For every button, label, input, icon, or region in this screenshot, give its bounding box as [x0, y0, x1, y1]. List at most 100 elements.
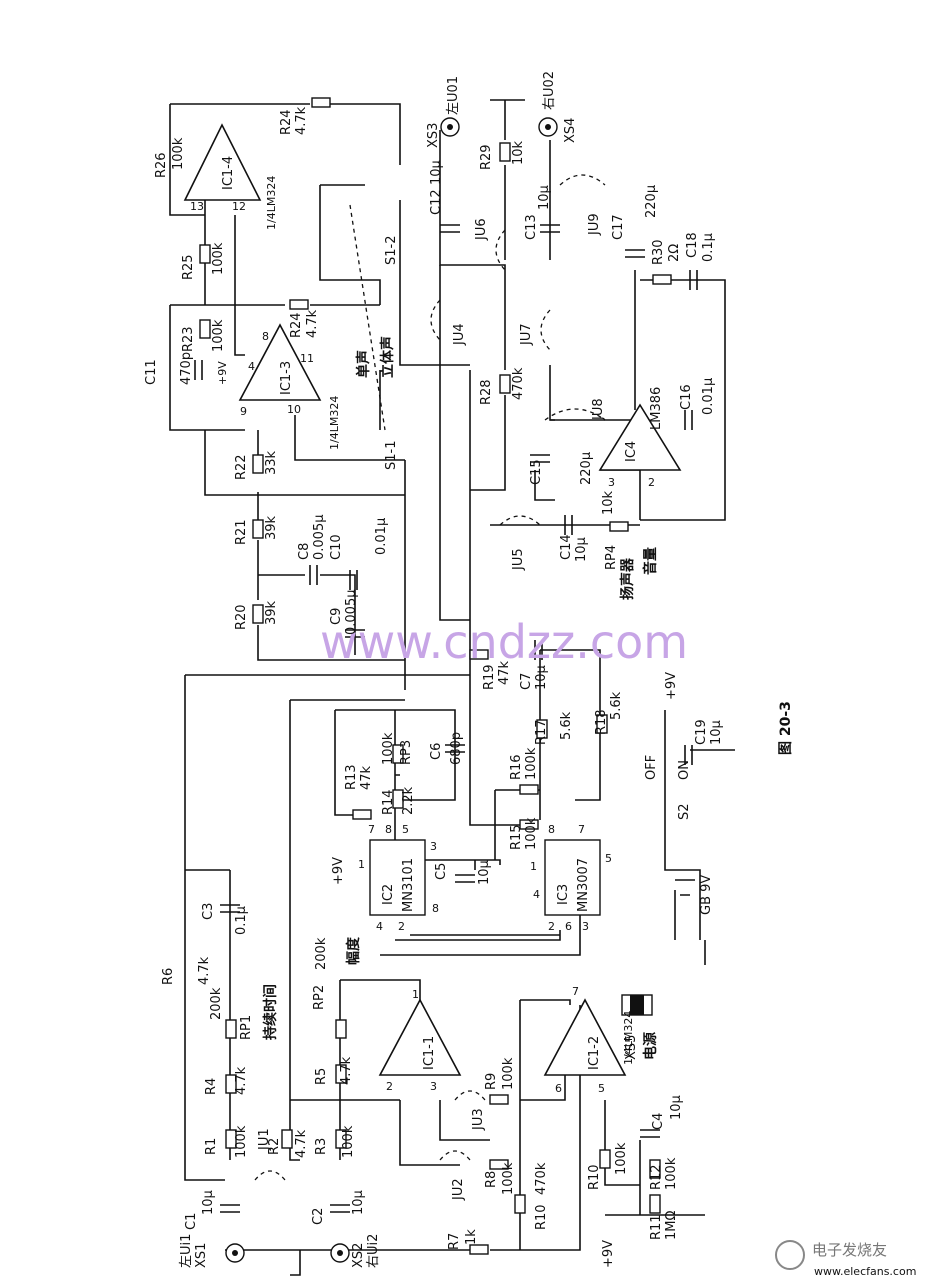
- r23-label: R23: [181, 326, 196, 352]
- xs2-label: XS2: [351, 1243, 366, 1268]
- r24b-label: R24: [289, 312, 304, 338]
- ic4-part: LM386: [649, 387, 664, 430]
- ic1-3-opamp: [238, 323, 322, 401]
- c13-value: 10μ: [537, 185, 552, 210]
- ic1-3-pin-9: 9: [240, 405, 247, 418]
- ic2-pin-5: 5: [402, 823, 409, 836]
- footer-logo-text: 电子发烧友: [812, 1241, 887, 1259]
- wires: [169, 99, 735, 1276]
- c8-value: 0.005μ: [312, 515, 327, 561]
- opamps: [183, 123, 682, 1076]
- c5-label: C5: [434, 863, 449, 880]
- r18-label: R18: [594, 709, 609, 735]
- ic1-3-pin-4: 4: [248, 360, 255, 373]
- ic3-label: IC3: [556, 884, 571, 905]
- figure-caption: 图 20-3: [778, 701, 794, 755]
- s2-off-label: OFF: [644, 755, 659, 780]
- r19-value: 47k: [497, 660, 512, 685]
- c11-value: 470p: [179, 352, 194, 385]
- c6-label: C6: [429, 743, 444, 760]
- c16-value: 0.01μ: [701, 378, 716, 415]
- ju6-label: JU6: [474, 218, 489, 241]
- supply-label-bottom: +9V: [601, 1240, 616, 1268]
- xs1-label: XS1: [194, 1243, 209, 1268]
- r14-value: 2.2k: [401, 786, 416, 815]
- rp4-value: 10k: [601, 490, 616, 515]
- r15-value: 100k: [524, 817, 539, 850]
- r28-value: 470k: [511, 367, 526, 400]
- c17-value: 220μ: [644, 185, 659, 218]
- r9-value: 100k: [501, 1057, 516, 1090]
- rp3-label: RP3: [399, 740, 414, 765]
- ic2-pin-1: 1: [358, 858, 365, 871]
- r18-value: 5.6k: [609, 691, 624, 720]
- ic4-label: IC4: [624, 441, 639, 462]
- rp3-value: 100k: [381, 732, 396, 765]
- r15-label: R15: [509, 824, 524, 850]
- ic2-pin-4: 4: [376, 920, 383, 933]
- ic3-part: MN3007: [576, 858, 591, 912]
- r16-label: R16: [509, 754, 524, 780]
- ic3-pin-7: 7: [578, 823, 585, 836]
- ic1-2-label: IC1-2: [587, 1036, 602, 1070]
- r26-value: 100k: [171, 137, 186, 170]
- ju7-label: JU7: [519, 323, 534, 346]
- c14-label: C14: [559, 534, 574, 560]
- r24b-value: 4.7k: [305, 309, 320, 338]
- c7-label: C7: [519, 673, 534, 690]
- r17-label: R17: [534, 719, 549, 745]
- s2-label: S2: [677, 803, 692, 820]
- ic2-pin-8b: 8: [432, 902, 439, 915]
- r23-value: 100k: [211, 319, 226, 352]
- c3-value: 0.1μ: [234, 906, 249, 935]
- r10a-value: 470k: [534, 1162, 549, 1195]
- c8-label: C8: [297, 543, 312, 560]
- r25-value: 100k: [211, 242, 226, 275]
- ic1-2-pin-5: 5: [598, 1082, 605, 1095]
- ic-labels: IC1-4 1/4LM324 13 12 IC1-3 1/4LM324 +9V …: [190, 156, 664, 1095]
- connectors: [225, 117, 653, 1263]
- c14-value: 10μ: [574, 537, 589, 562]
- c19-value: 10μ: [709, 720, 724, 745]
- ic4-pin-3: 3: [608, 476, 615, 489]
- ic1-1-pin-2: 2: [386, 1080, 393, 1093]
- ic3-box: [544, 839, 601, 916]
- ic2-pin-8: 8: [385, 823, 392, 836]
- r25-label: R25: [181, 254, 196, 280]
- c11-label: C11: [144, 359, 159, 385]
- r19-label: R19: [482, 664, 497, 690]
- ic1-4-label: IC1-4: [221, 156, 236, 190]
- r7-label: R7: [447, 1233, 462, 1250]
- c17-label: C17: [611, 214, 626, 240]
- ju8-label: JU8: [591, 398, 606, 421]
- resistor-labels: R24 4.7k R26 100k R25 100k R23 100k R24 …: [154, 106, 682, 1250]
- c1-value: 10μ: [201, 1190, 216, 1215]
- volume-caption: 音量: [642, 547, 659, 575]
- mono-label: 单声: [355, 350, 372, 378]
- c1-label: C1: [184, 1213, 199, 1230]
- r11-label: R11: [649, 1214, 664, 1240]
- rp4-label: RP4: [604, 545, 619, 570]
- r3-label: R3: [314, 1138, 329, 1155]
- connector-labels: XS1 左Ui1 XS2 右Ui2 XS3 左U01 XS4 右U02 XS5 …: [179, 71, 714, 1268]
- jumper-labels: JU1 JU2 JU3 JU4 JU5 JU6 JU7 JU8 JU9: [257, 213, 606, 1201]
- battery-label: GB 9V: [699, 875, 714, 915]
- c2-value: 10μ: [351, 1190, 366, 1215]
- ic1-4-pin-12: 12: [232, 200, 246, 213]
- footer-logo: 电子发烧友 www.elecfans.com: [775, 1240, 916, 1278]
- xs5-label: XS5: [624, 1035, 639, 1060]
- ju2-label: JU2: [451, 1178, 466, 1201]
- watermark: www.cndzz.com: [320, 615, 688, 669]
- c10-label: C10: [329, 534, 344, 560]
- ic1-3-pin-8: 8: [262, 330, 269, 343]
- r6-label: R6: [161, 968, 176, 985]
- ic1-3-label: IC1-3: [279, 361, 294, 395]
- ic3-pin-1: 1: [530, 860, 537, 873]
- ic1-4-part: 1/4LM324: [265, 176, 278, 230]
- c10-value: 0.01μ: [374, 518, 389, 555]
- ic1-3-pin-10: 10: [287, 403, 301, 416]
- capacitor-labels: C12 10μ C13 10μ C17 220μ C18 0.1μ C11 47…: [144, 160, 724, 1230]
- ic3-pin-5: 5: [605, 852, 612, 865]
- r6-value: 4.7k: [197, 956, 212, 985]
- r9-label: R9: [484, 1073, 499, 1090]
